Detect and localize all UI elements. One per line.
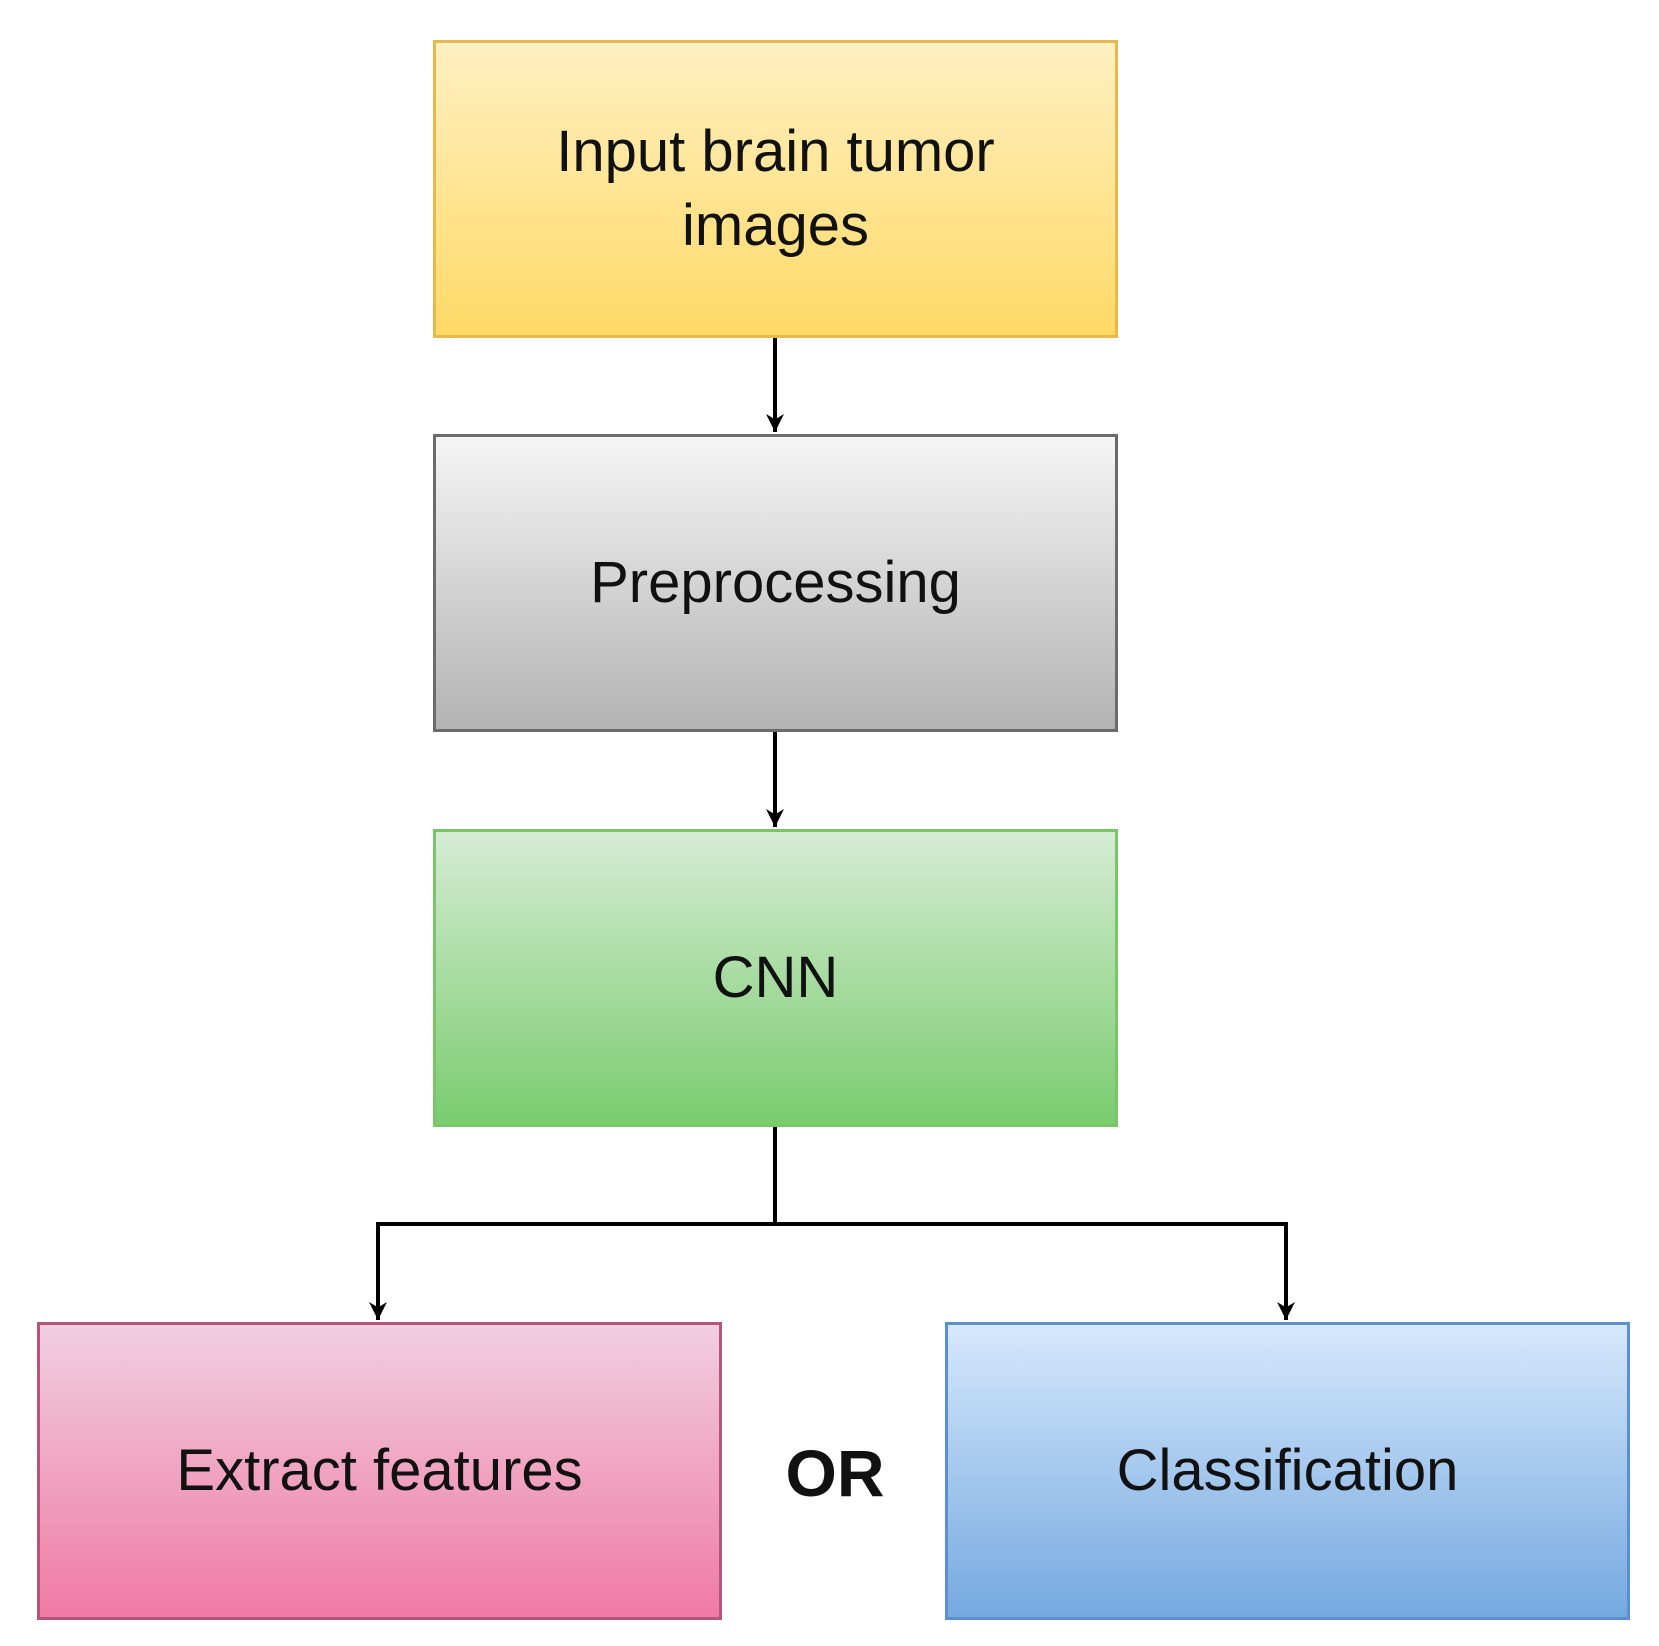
input-images-node: Input brain tumor images (433, 40, 1118, 338)
classification-node: Classification (945, 1322, 1630, 1620)
preprocessing-label: Preprocessing (590, 550, 961, 615)
extract-features-node: Extract features (37, 1322, 722, 1620)
input-images-label: Input brain tumor images (556, 119, 995, 258)
classification-label: Classification (1116, 1438, 1459, 1503)
cnn-node: CNN (433, 829, 1118, 1127)
extract-features-label: Extract features (176, 1438, 583, 1503)
or-label: OR (785, 1436, 885, 1510)
preprocessing-node: Preprocessing (433, 434, 1118, 732)
cnn-label: CNN (712, 945, 839, 1010)
arrow-cnn-to-extract-features (369, 1127, 777, 1320)
arrow-cnn-to-classification (775, 1222, 1295, 1320)
